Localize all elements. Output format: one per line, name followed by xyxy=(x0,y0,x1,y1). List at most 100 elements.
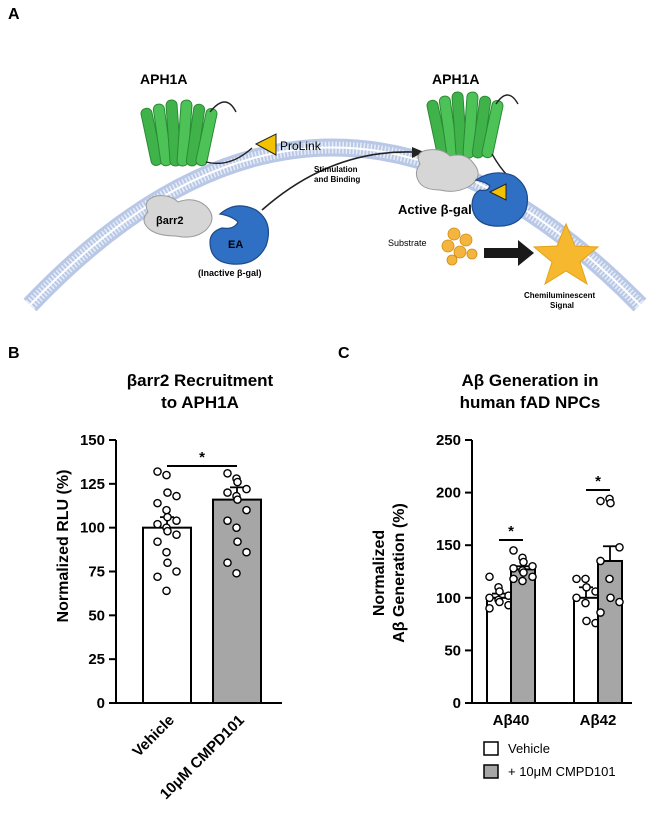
bar xyxy=(212,498,262,705)
barr2-label: βarr2 xyxy=(156,215,184,227)
data-point xyxy=(606,498,615,508)
data-point xyxy=(596,496,605,506)
y-tick-label: 50 xyxy=(88,607,105,624)
panel-letter-c: C xyxy=(338,345,350,362)
data-point xyxy=(163,512,172,522)
panel-letter-a: A xyxy=(8,6,20,23)
stimulation-label-2: and Binding xyxy=(314,175,360,184)
data-point xyxy=(153,537,162,546)
data-point xyxy=(223,469,232,478)
data-point xyxy=(162,586,171,596)
reaction-arrow-icon xyxy=(484,240,534,266)
x-category-label: Vehicle xyxy=(129,712,178,761)
data-point xyxy=(163,488,172,497)
data-point xyxy=(162,505,171,515)
data-point xyxy=(596,608,605,617)
significance-star: * xyxy=(508,523,514,540)
data-point xyxy=(242,484,251,494)
substrate-label: Substrate xyxy=(388,238,427,248)
chart-b-title-line-1: βarr2 Recruitment xyxy=(127,371,274,390)
ea-enzyme-left xyxy=(209,205,269,265)
data-point xyxy=(172,530,181,539)
bar xyxy=(573,596,599,704)
data-point xyxy=(519,568,528,577)
aph1a-receptor-right xyxy=(426,91,519,177)
stimulation-label-1: Stimulation xyxy=(314,165,358,174)
legend-swatch-vehicle xyxy=(483,741,499,756)
chart-b-title-line-2: to APH1A xyxy=(161,393,239,412)
y-tick-label: 25 xyxy=(88,651,105,668)
data-point xyxy=(233,477,242,487)
bar xyxy=(142,526,192,705)
data-point xyxy=(223,516,232,525)
data-point xyxy=(172,491,181,501)
data-point xyxy=(581,574,590,584)
data-point xyxy=(518,576,527,586)
data-point xyxy=(153,498,162,508)
data-point xyxy=(572,574,581,584)
data-point xyxy=(242,547,251,557)
signal-label-1: Chemiluminescent xyxy=(524,291,595,300)
data-point xyxy=(223,488,232,497)
data-point xyxy=(581,598,590,608)
data-point xyxy=(232,568,241,578)
y-tick-label: 125 xyxy=(80,476,105,493)
data-point xyxy=(153,572,162,582)
y-tick-label: 150 xyxy=(436,537,461,554)
data-point xyxy=(528,561,537,571)
data-point xyxy=(163,558,172,568)
bar xyxy=(510,568,536,704)
bar xyxy=(597,559,623,704)
y-tick-label: 0 xyxy=(97,695,105,712)
panel-letter-b: B xyxy=(8,345,20,362)
data-point xyxy=(582,616,591,626)
data-point xyxy=(528,572,537,582)
chart-c-y-axis-title-line-1: Normalized xyxy=(371,530,388,616)
data-point xyxy=(495,597,504,607)
active-enzyme xyxy=(471,172,529,227)
signal-label-2: Signal xyxy=(550,301,574,310)
y-tick-label: 75 xyxy=(88,564,105,581)
data-point xyxy=(596,556,605,566)
chart-c-y-axis-title-line-2: Aβ Generation (%) xyxy=(391,503,408,643)
legend-label-vehicle: Vehicle xyxy=(508,741,550,756)
arrow-head-icon xyxy=(412,147,424,158)
prolink-label: ProLink xyxy=(280,139,322,153)
aph1a-label-left: APH1A xyxy=(140,71,187,87)
prolink-bound-icon xyxy=(488,183,507,201)
x-category-label: Aβ42 xyxy=(580,712,617,729)
data-point xyxy=(615,597,624,607)
y-tick-label: 200 xyxy=(436,485,461,502)
data-point xyxy=(509,546,518,555)
aph1a-receptor-left xyxy=(140,99,253,167)
data-point xyxy=(572,593,581,603)
substrate-molecules-icon xyxy=(441,227,478,266)
chart-b: B βarr2 Recruitment to APH1A Normalized … xyxy=(8,345,282,803)
data-point xyxy=(153,467,162,476)
y-tick-label: 50 xyxy=(444,642,461,659)
chart-c-title-line-1: Aβ Generation in xyxy=(462,371,599,390)
y-tick-label: 100 xyxy=(80,520,105,537)
data-point xyxy=(223,558,232,568)
data-point xyxy=(485,572,494,582)
bar xyxy=(486,596,512,704)
active-label: Active β-gal xyxy=(398,202,472,217)
data-point xyxy=(495,587,504,596)
data-point xyxy=(242,505,251,515)
data-point xyxy=(172,516,181,525)
significance-star: * xyxy=(595,473,601,490)
prolink-tag-icon xyxy=(254,133,277,156)
y-tick-label: 150 xyxy=(80,432,105,449)
inactive-label: (Inactive β-gal) xyxy=(198,268,262,278)
data-point xyxy=(485,593,494,603)
signal-star-icon xyxy=(532,222,600,286)
data-point xyxy=(485,604,494,613)
beta-arrestin-right xyxy=(415,149,479,192)
data-point xyxy=(582,582,591,592)
legend-swatch-cmpd101 xyxy=(483,764,499,779)
aph1a-label-right: APH1A xyxy=(432,71,479,87)
data-point xyxy=(509,564,518,573)
data-point xyxy=(163,526,172,536)
data-point xyxy=(605,574,614,584)
